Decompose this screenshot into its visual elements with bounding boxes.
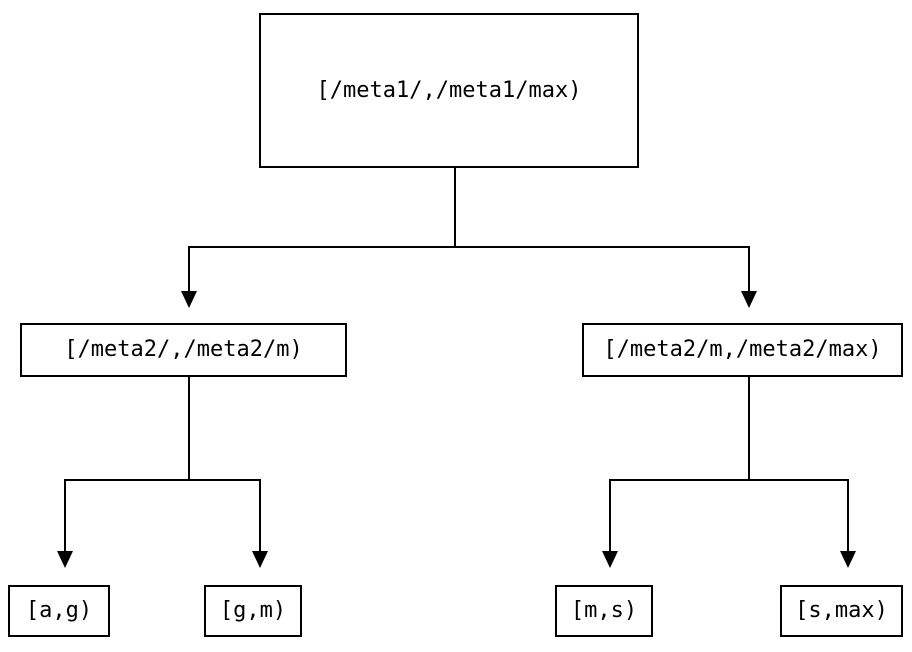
node-meta2-left: [/meta2/,/meta2/m) [20,323,347,377]
node-leaf-ms: [m,s) [555,585,653,637]
edge-meta2-left-trunk [65,377,260,481]
arrowhead-down-icon [840,551,856,568]
arrowhead-down-icon [57,551,73,568]
node-meta2-right: [/meta2/m,/meta2/max) [582,323,903,377]
edge-root-trunk [189,168,749,248]
node-leaf-gm: [g,m) [204,585,302,637]
edge-meta2-right-trunk [610,377,848,481]
edge-meta2-left-to-leaf-gm [252,479,268,568]
edge-meta2-right-to-leaf-ms [602,479,618,568]
arrowhead-down-icon [181,291,197,308]
node-leaf-ag: [a,g) [8,585,110,637]
node-root: [/meta1/,/meta1/max) [259,13,639,168]
arrowhead-down-icon [252,551,268,568]
arrowhead-down-icon [602,551,618,568]
edge-meta2-right-to-leaf-smax [840,479,856,568]
node-leaf-smax: [s,max) [780,585,903,637]
edge-root-to-meta2-left [181,246,197,308]
arrowhead-down-icon [741,291,757,308]
edge-meta2-left-to-leaf-ag [57,479,73,568]
edge-root-to-meta2-right [741,246,757,308]
